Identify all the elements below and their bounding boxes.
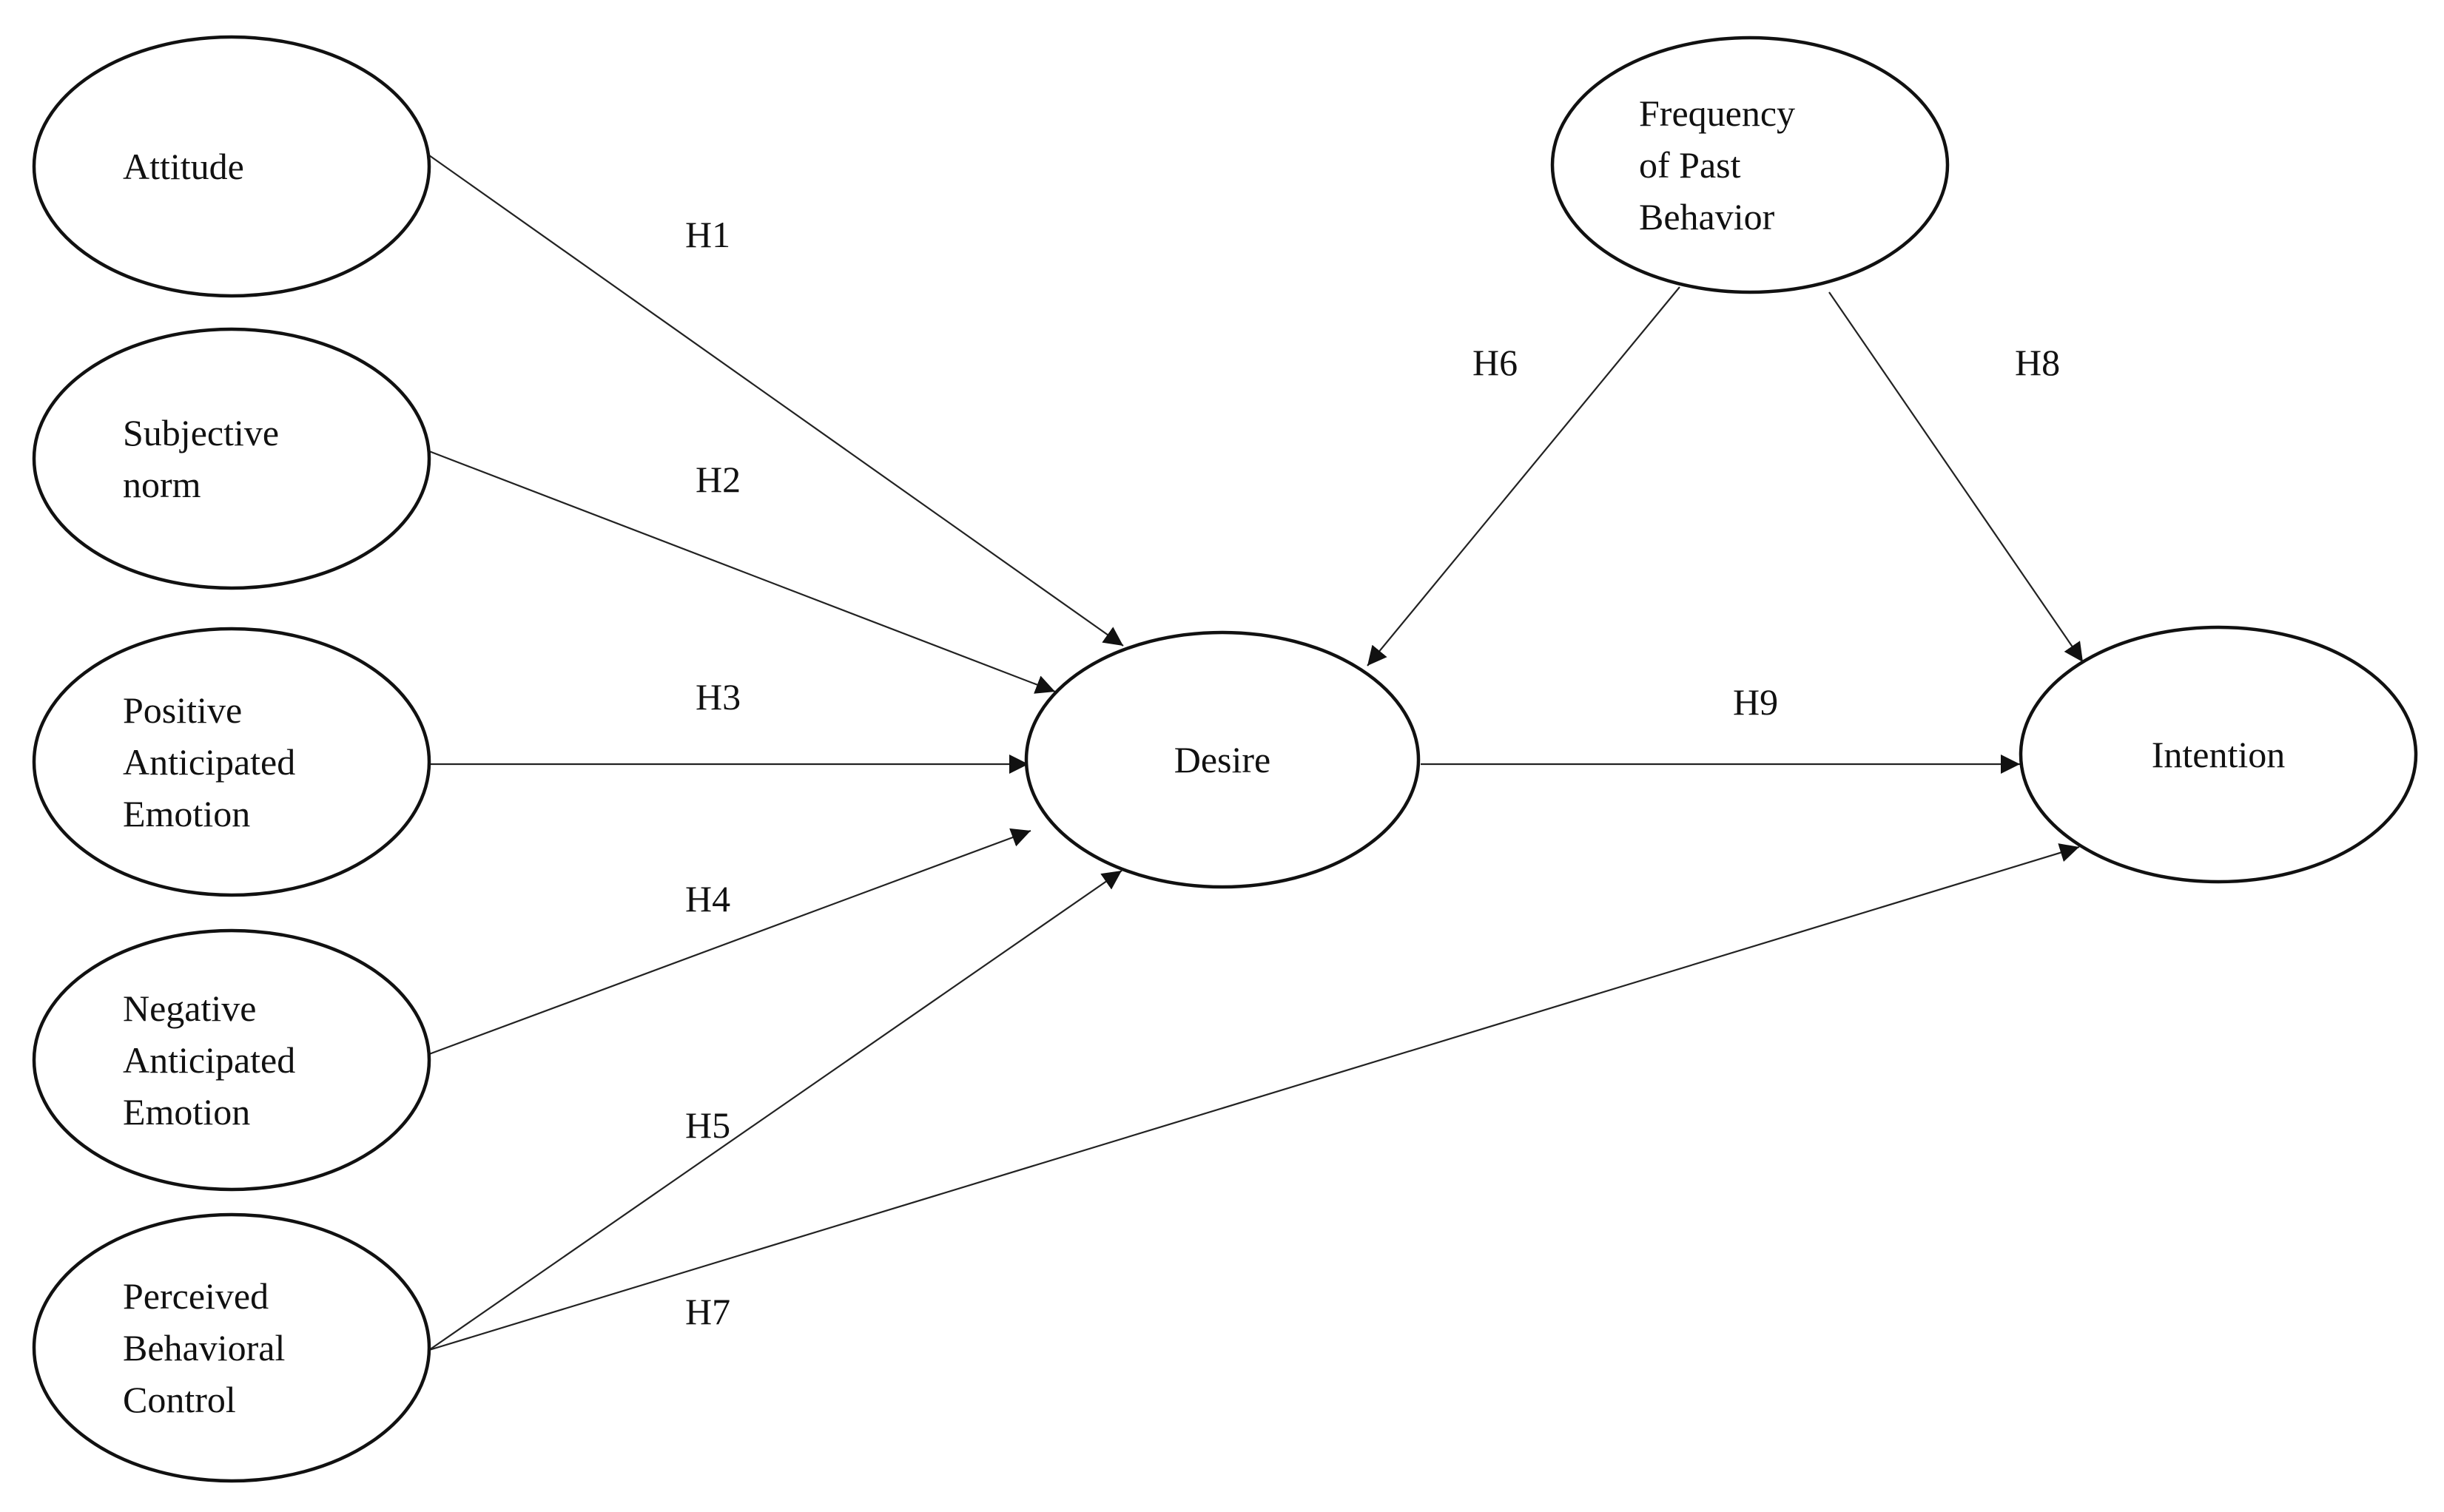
node-label-line: Emotion <box>123 1091 250 1133</box>
edge-label-h2: H2 <box>696 459 741 500</box>
node-label-line: Control <box>123 1379 236 1420</box>
node-intention-ellipse <box>2019 625 2418 884</box>
edge-h5-line <box>428 870 1122 1351</box>
node-label-line: Negative <box>123 988 256 1029</box>
node-subjective-norm-ellipse <box>32 327 431 590</box>
edge-h5-arrow <box>428 870 1122 1351</box>
edge-label-h3: H3 <box>696 676 741 718</box>
node-attitude: Attitude <box>32 35 431 298</box>
node-label-line: Perceived <box>123 1275 269 1317</box>
edge-label-h4: H4 <box>685 878 730 919</box>
node-label-line: Behavioral <box>123 1327 285 1368</box>
node-positive-anticipated-emotion-ellipse <box>32 627 431 897</box>
edge-label-h1: H1 <box>685 214 730 255</box>
edge-h2-arrow <box>428 450 1056 694</box>
node-desire: Desire <box>1024 630 1421 889</box>
edge-h6-line <box>1367 286 1680 666</box>
node-label-line: Intention <box>2152 734 2286 775</box>
edge-h7-line <box>428 843 2080 1351</box>
edge-h4-line <box>428 828 1031 1056</box>
node-label-line: Emotion <box>123 793 250 834</box>
node-label-line: Anticipated <box>123 741 295 783</box>
node-attitude-ellipse <box>32 35 431 298</box>
edge-h8-arrow <box>1828 291 2084 663</box>
node-label-line: Desire <box>1174 739 1271 780</box>
edge-h7-arrow <box>428 843 2080 1351</box>
edge-h6-arrow <box>1367 286 1680 666</box>
edge-label-h7: H7 <box>685 1291 730 1332</box>
node-frequency-of-past-behavior-ellipse <box>1550 36 1950 294</box>
node-label-line: Positive <box>123 689 242 731</box>
node-label-line: Attitude <box>123 146 244 187</box>
edge-label-h8: H8 <box>2015 342 2060 383</box>
edge-label-h9: H9 <box>1733 681 1778 723</box>
edge-h1-line <box>428 155 1124 647</box>
node-label-line: norm <box>123 464 201 505</box>
node-perceived-behavioral-control-ellipse <box>32 1212 431 1483</box>
edge-label-h6: H6 <box>1472 342 1518 383</box>
edge-h2-line <box>428 450 1056 694</box>
edge-h8-line <box>1828 291 2084 663</box>
edge-h4-arrow <box>428 828 1031 1056</box>
node-intention: Intention <box>2019 625 2418 884</box>
edge-h1-arrow <box>428 155 1124 647</box>
node-desire-ellipse <box>1024 630 1421 889</box>
node-negative-anticipated-emotion-ellipse <box>32 928 431 1192</box>
node-label-line: Behavior <box>1639 196 1775 237</box>
edges-layer <box>428 155 2084 1351</box>
node-label-line: Anticipated <box>123 1039 295 1081</box>
edge-label-h5: H5 <box>685 1104 730 1146</box>
node-label-line: of Past <box>1639 144 1741 186</box>
node-label-line: Frequency <box>1639 92 1795 134</box>
node-subjective-norm: Subjective norm <box>32 327 431 590</box>
node-label-line: Subjective <box>123 412 279 453</box>
